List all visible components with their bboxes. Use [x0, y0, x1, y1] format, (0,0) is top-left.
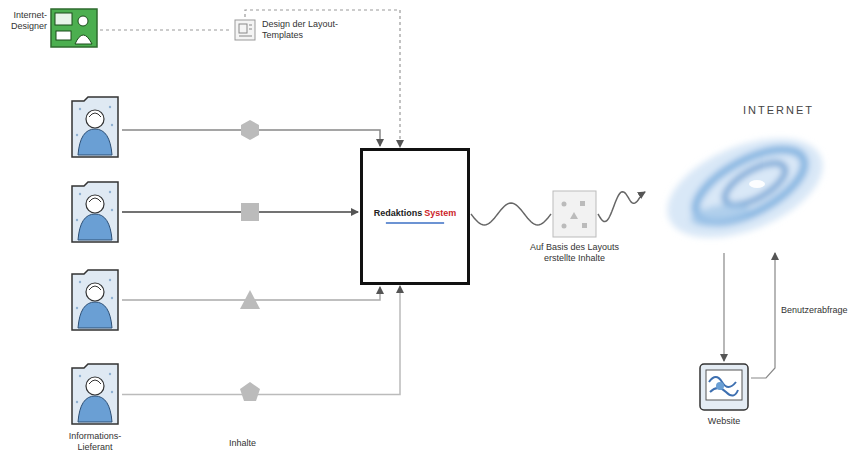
- website-icon: [698, 362, 750, 412]
- content-shape: [241, 203, 259, 221]
- supply-line: [122, 211, 358, 213]
- connector: [471, 203, 551, 225]
- internet-node: INTERNET: [645, 100, 840, 255]
- designer-node: Internet-Designer: [50, 8, 98, 48]
- node-label: Website: [694, 416, 754, 427]
- connector: [751, 253, 775, 378]
- content-node: Auf Basis des Layouts erstellte Inhalte: [552, 190, 597, 238]
- content-shape: [240, 290, 260, 309]
- node-label: Design der Layout-Templates: [262, 19, 354, 41]
- editorial-system-box: RedaktionsSystem: [360, 148, 470, 285]
- node-label: Internet-Designer: [1, 10, 47, 32]
- supplier-node: Informations-Lieferant: [70, 362, 120, 427]
- designer-icon: [50, 8, 98, 48]
- node-label: Informations-Lieferant: [55, 431, 135, 453]
- connector: [723, 253, 724, 361]
- edge-label: Benutzerabfrage: [780, 305, 849, 316]
- node-label: INTERNET: [743, 104, 814, 117]
- content-icon: [552, 190, 597, 238]
- connector: [122, 286, 400, 395]
- website-node: Website: [698, 362, 750, 412]
- template-icon: [234, 19, 256, 41]
- template-node: Design der Layout-Templates: [234, 19, 256, 41]
- node-label: Auf Basis des Layouts erstellte Inhalte: [529, 242, 621, 264]
- internet-cloud: [645, 100, 840, 255]
- connector: [245, 10, 400, 147]
- box-title: System: [424, 208, 456, 219]
- editor-icon: [72, 182, 118, 242]
- box-title: Redaktions: [374, 208, 423, 219]
- connector: [598, 192, 645, 222]
- editor-icon: [72, 270, 118, 330]
- editor-icon: [70, 362, 120, 427]
- content-shape: [241, 120, 259, 140]
- editor-icon: [72, 97, 118, 157]
- content-shape: [240, 382, 260, 401]
- content-caption: Inhalte: [229, 438, 256, 449]
- connector: [100, 29, 232, 30]
